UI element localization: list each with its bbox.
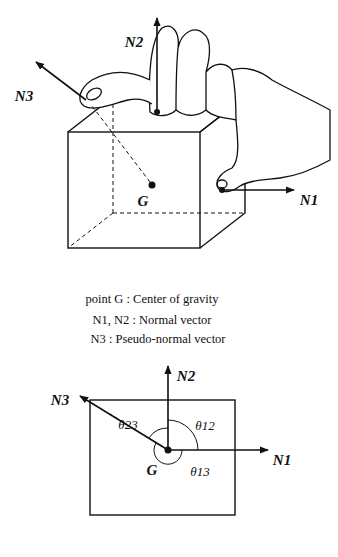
hand: [80, 26, 330, 191]
angle-label: θ12: [195, 419, 214, 433]
cube: [68, 97, 245, 248]
center-of-gravity: [149, 182, 156, 189]
vector-label: N1: [273, 452, 291, 469]
planar-view: [80, 366, 268, 515]
vector-label: N1: [300, 192, 318, 209]
vectors: [36, 18, 294, 190]
angle-label: θ13: [190, 465, 209, 479]
point-label: G: [138, 193, 149, 210]
angle-label: θ23: [118, 418, 137, 432]
point-label: G: [147, 462, 158, 479]
vector-label: N2: [125, 34, 143, 51]
legend-note: N1, N2 : Normal vector: [92, 314, 211, 328]
legend-note: N3 : Pseudo-normal vector: [90, 333, 225, 347]
vector-label: N3: [51, 392, 69, 409]
vector-label: N3: [15, 88, 33, 105]
legend-note: point G : Center of gravity: [86, 293, 219, 307]
center-of-gravity: [165, 447, 172, 454]
vector-label: N2: [177, 368, 195, 385]
